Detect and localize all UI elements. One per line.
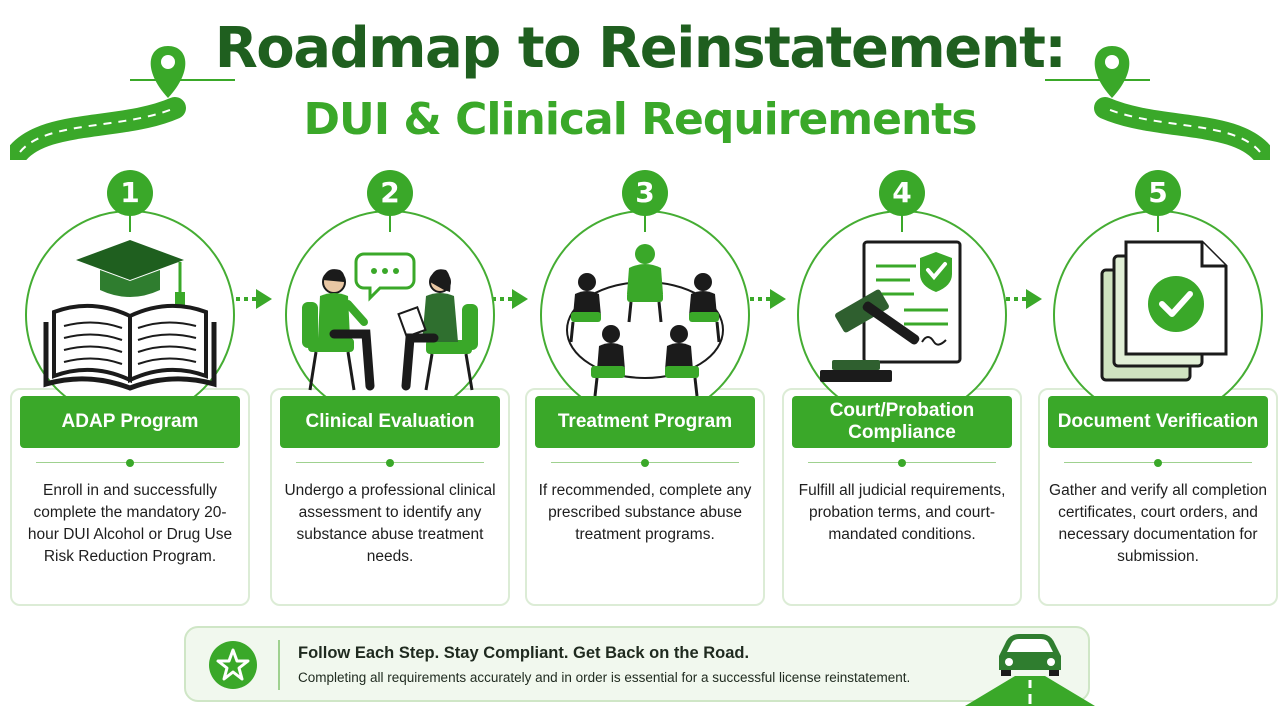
arrow-right-icon bbox=[742, 289, 786, 309]
graduation-book-icon bbox=[43, 240, 217, 391]
road-pin-left-icon bbox=[10, 46, 235, 160]
page-title: Roadmap to Reinstatement: bbox=[214, 16, 1067, 81]
star-icon bbox=[209, 641, 257, 689]
step-description: Fulfill all judicial requirements, proba… bbox=[798, 482, 1006, 543]
step-number: 2 bbox=[367, 170, 413, 216]
step-label: Clinical Evaluation bbox=[280, 396, 500, 448]
step-number: 5 bbox=[1135, 170, 1181, 216]
step-label: Treatment Program bbox=[535, 396, 755, 448]
step-number: 3 bbox=[622, 170, 668, 216]
step-label: ADAP Program bbox=[20, 396, 240, 448]
step-2: 2 Clinical Evaluation Undergo a professi… bbox=[270, 170, 510, 610]
footer-banner: Follow Each Step. Stay Compliant. Get Ba… bbox=[184, 626, 1090, 702]
road-pin-right-icon bbox=[1045, 46, 1270, 160]
step-description: Gather and verify all completion certifi… bbox=[1049, 482, 1267, 565]
page-subtitle: DUI & Clinical Requirements bbox=[303, 94, 977, 145]
step-3: 3 Treatment Program If recommended, comp… bbox=[525, 170, 765, 610]
step-description: Undergo a professional clinical assessme… bbox=[284, 482, 496, 565]
step-5: 5 Document Verification Gather and verif… bbox=[1038, 170, 1278, 610]
group-therapy-icon bbox=[566, 244, 724, 397]
step-label: Document Verification bbox=[1048, 396, 1268, 448]
car-road-icon bbox=[965, 634, 1095, 706]
clinical-interview-icon bbox=[302, 252, 478, 391]
footer-title: Follow Each Step. Stay Compliant. Get Ba… bbox=[298, 644, 750, 662]
step-description: If recommended, complete any prescribed … bbox=[538, 482, 752, 543]
arrow-right-icon bbox=[484, 289, 528, 309]
step-description: Enroll in and successfully complete the … bbox=[27, 482, 233, 565]
step-number: 4 bbox=[879, 170, 925, 216]
arrow-right-icon bbox=[228, 289, 272, 309]
arrow-right-icon bbox=[998, 289, 1042, 309]
step-1: 1 ADAP Program Enroll in and successfull… bbox=[10, 170, 250, 610]
gavel-document-icon bbox=[820, 240, 962, 382]
step-4: 4 Court/Probation Compliance Fulfill all… bbox=[782, 170, 1022, 610]
step-number: 1 bbox=[107, 170, 153, 216]
verified-documents-icon bbox=[1100, 240, 1228, 382]
footer-text: Completing all requirements accurately a… bbox=[298, 670, 911, 685]
step-label: Court/Probation Compliance bbox=[792, 396, 1012, 448]
